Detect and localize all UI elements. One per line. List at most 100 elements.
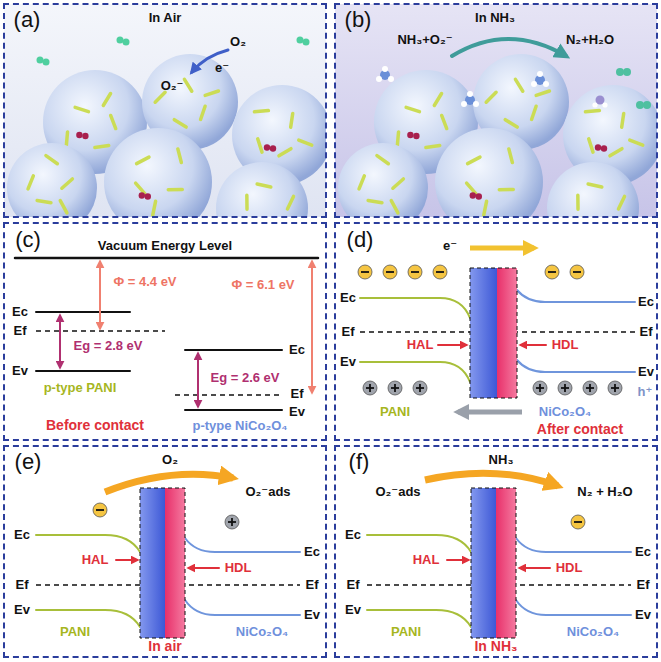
band-label: Ev xyxy=(340,355,356,369)
band-label: Ev xyxy=(345,603,361,617)
ammonia-molecule xyxy=(537,71,543,77)
pani-rod xyxy=(66,132,67,146)
pani-rod xyxy=(245,195,249,209)
panel-letter: (e) xyxy=(15,450,42,474)
layer-pointer-arrow xyxy=(520,567,550,569)
panel-letter: (c) xyxy=(15,228,41,252)
adsorbed-oxygen xyxy=(413,133,419,139)
pani-valence-band xyxy=(360,362,470,382)
nico2o4-sphere xyxy=(104,128,212,217)
product-label: N₂+H₂O xyxy=(566,33,614,47)
pani-rod xyxy=(258,139,262,152)
nico2o4-sphere xyxy=(435,128,543,217)
species-label: O₂⁻ xyxy=(161,79,184,93)
pani-rod xyxy=(630,140,643,145)
pani-rod xyxy=(377,156,388,164)
charge-sign xyxy=(589,384,591,392)
pani-rod xyxy=(610,149,622,156)
species-label: NH₃ xyxy=(489,453,514,467)
charge-sign xyxy=(394,384,396,392)
hole-symbol xyxy=(413,381,427,395)
work-function-arrow xyxy=(311,262,313,392)
electron-symbol xyxy=(358,265,372,279)
band-label: Ef xyxy=(342,325,355,339)
pani-conduction-band xyxy=(360,298,470,318)
pani-rod xyxy=(291,114,293,128)
oxygen-molecule xyxy=(117,37,124,44)
electron-symbol xyxy=(93,503,107,517)
band-label: Ev xyxy=(304,608,320,622)
electron-symbol xyxy=(408,265,422,279)
band-gap-label: Eg = 2.6 eV xyxy=(210,371,279,385)
nitrogen-molecule xyxy=(616,68,624,76)
nico2o4-sphere xyxy=(338,143,428,217)
charge-sign xyxy=(96,509,104,511)
pani-rod xyxy=(201,106,206,119)
electron-label: e⁻ xyxy=(443,239,457,253)
material-label: NiCo₂O₄ xyxy=(567,625,619,639)
layer-pointer-arrow xyxy=(521,344,546,346)
pani-rod xyxy=(484,201,487,215)
charge-sign xyxy=(564,384,566,392)
water-molecule xyxy=(592,102,597,107)
hole-symbol xyxy=(608,381,622,395)
pani-rod xyxy=(205,91,218,95)
pani-rod xyxy=(536,91,549,95)
pani-rod xyxy=(585,111,599,112)
band-label: Ef xyxy=(291,387,304,401)
layer-pointer-arrow xyxy=(447,559,468,561)
ammonia-molecule xyxy=(543,81,549,87)
adsorbed-oxygen xyxy=(76,132,82,138)
conduction-band-line xyxy=(185,349,282,351)
species-label: O₂⁻ads xyxy=(375,485,420,499)
electron-symbol xyxy=(571,515,585,529)
pani-rod xyxy=(486,92,496,102)
nico2o4-sphere xyxy=(547,162,639,217)
adsorbed-oxygen xyxy=(264,144,270,150)
electron-symbol xyxy=(383,265,397,279)
species-label: O₂⁻ads xyxy=(245,485,290,499)
nitrogen-molecule xyxy=(636,101,644,109)
work-function-label: Φ = 4.4 eV xyxy=(113,275,176,289)
panel-caption: After contact xyxy=(537,422,623,437)
panel-letter: (b) xyxy=(345,8,372,32)
valence-band-line xyxy=(36,370,130,372)
band-label: Ec xyxy=(289,343,305,357)
nico2o4-sphere xyxy=(216,162,308,217)
pani-rod xyxy=(499,188,513,192)
nico2o4-valence-band xyxy=(516,600,631,615)
pani-conduction-band xyxy=(367,535,471,552)
pani-rod xyxy=(103,94,110,106)
nico2o4-valence-band xyxy=(185,600,300,615)
pani-rod xyxy=(168,188,182,192)
material-label: PANI xyxy=(391,625,421,639)
hole-label: h⁺ xyxy=(638,385,653,399)
hole-symbol xyxy=(363,381,377,395)
pani-rod xyxy=(368,200,382,202)
pani-rod xyxy=(75,107,88,111)
pani-rod xyxy=(406,107,419,111)
pani-rod xyxy=(155,92,165,102)
oxygen-molecule xyxy=(43,59,50,66)
pani-rod xyxy=(442,115,447,128)
hole-symbol xyxy=(583,381,597,395)
pani-rod xyxy=(393,179,403,188)
band-label: Ef xyxy=(640,325,653,339)
nitrogen-molecule xyxy=(623,68,631,76)
charge-sign xyxy=(614,384,616,392)
material-label: p-type NiCo₂O₄ xyxy=(192,419,287,433)
pani-rod xyxy=(136,183,145,194)
band-label: Ef xyxy=(16,578,29,592)
charge-sign xyxy=(369,384,371,392)
nico2o4-valence-band xyxy=(517,360,635,372)
valence-band-line xyxy=(185,409,282,411)
layer-pointer-arrow xyxy=(116,559,137,561)
pani-conduction-band xyxy=(36,535,140,552)
vacuum-level-line xyxy=(15,257,318,260)
fermi-level-line xyxy=(175,394,282,396)
band-label: Ev xyxy=(14,603,30,617)
layer-label: HDL xyxy=(552,338,579,352)
adsorption-arrow xyxy=(105,474,233,492)
layer-label: HDL xyxy=(556,561,583,575)
adsorbed-oxygen xyxy=(595,144,601,150)
